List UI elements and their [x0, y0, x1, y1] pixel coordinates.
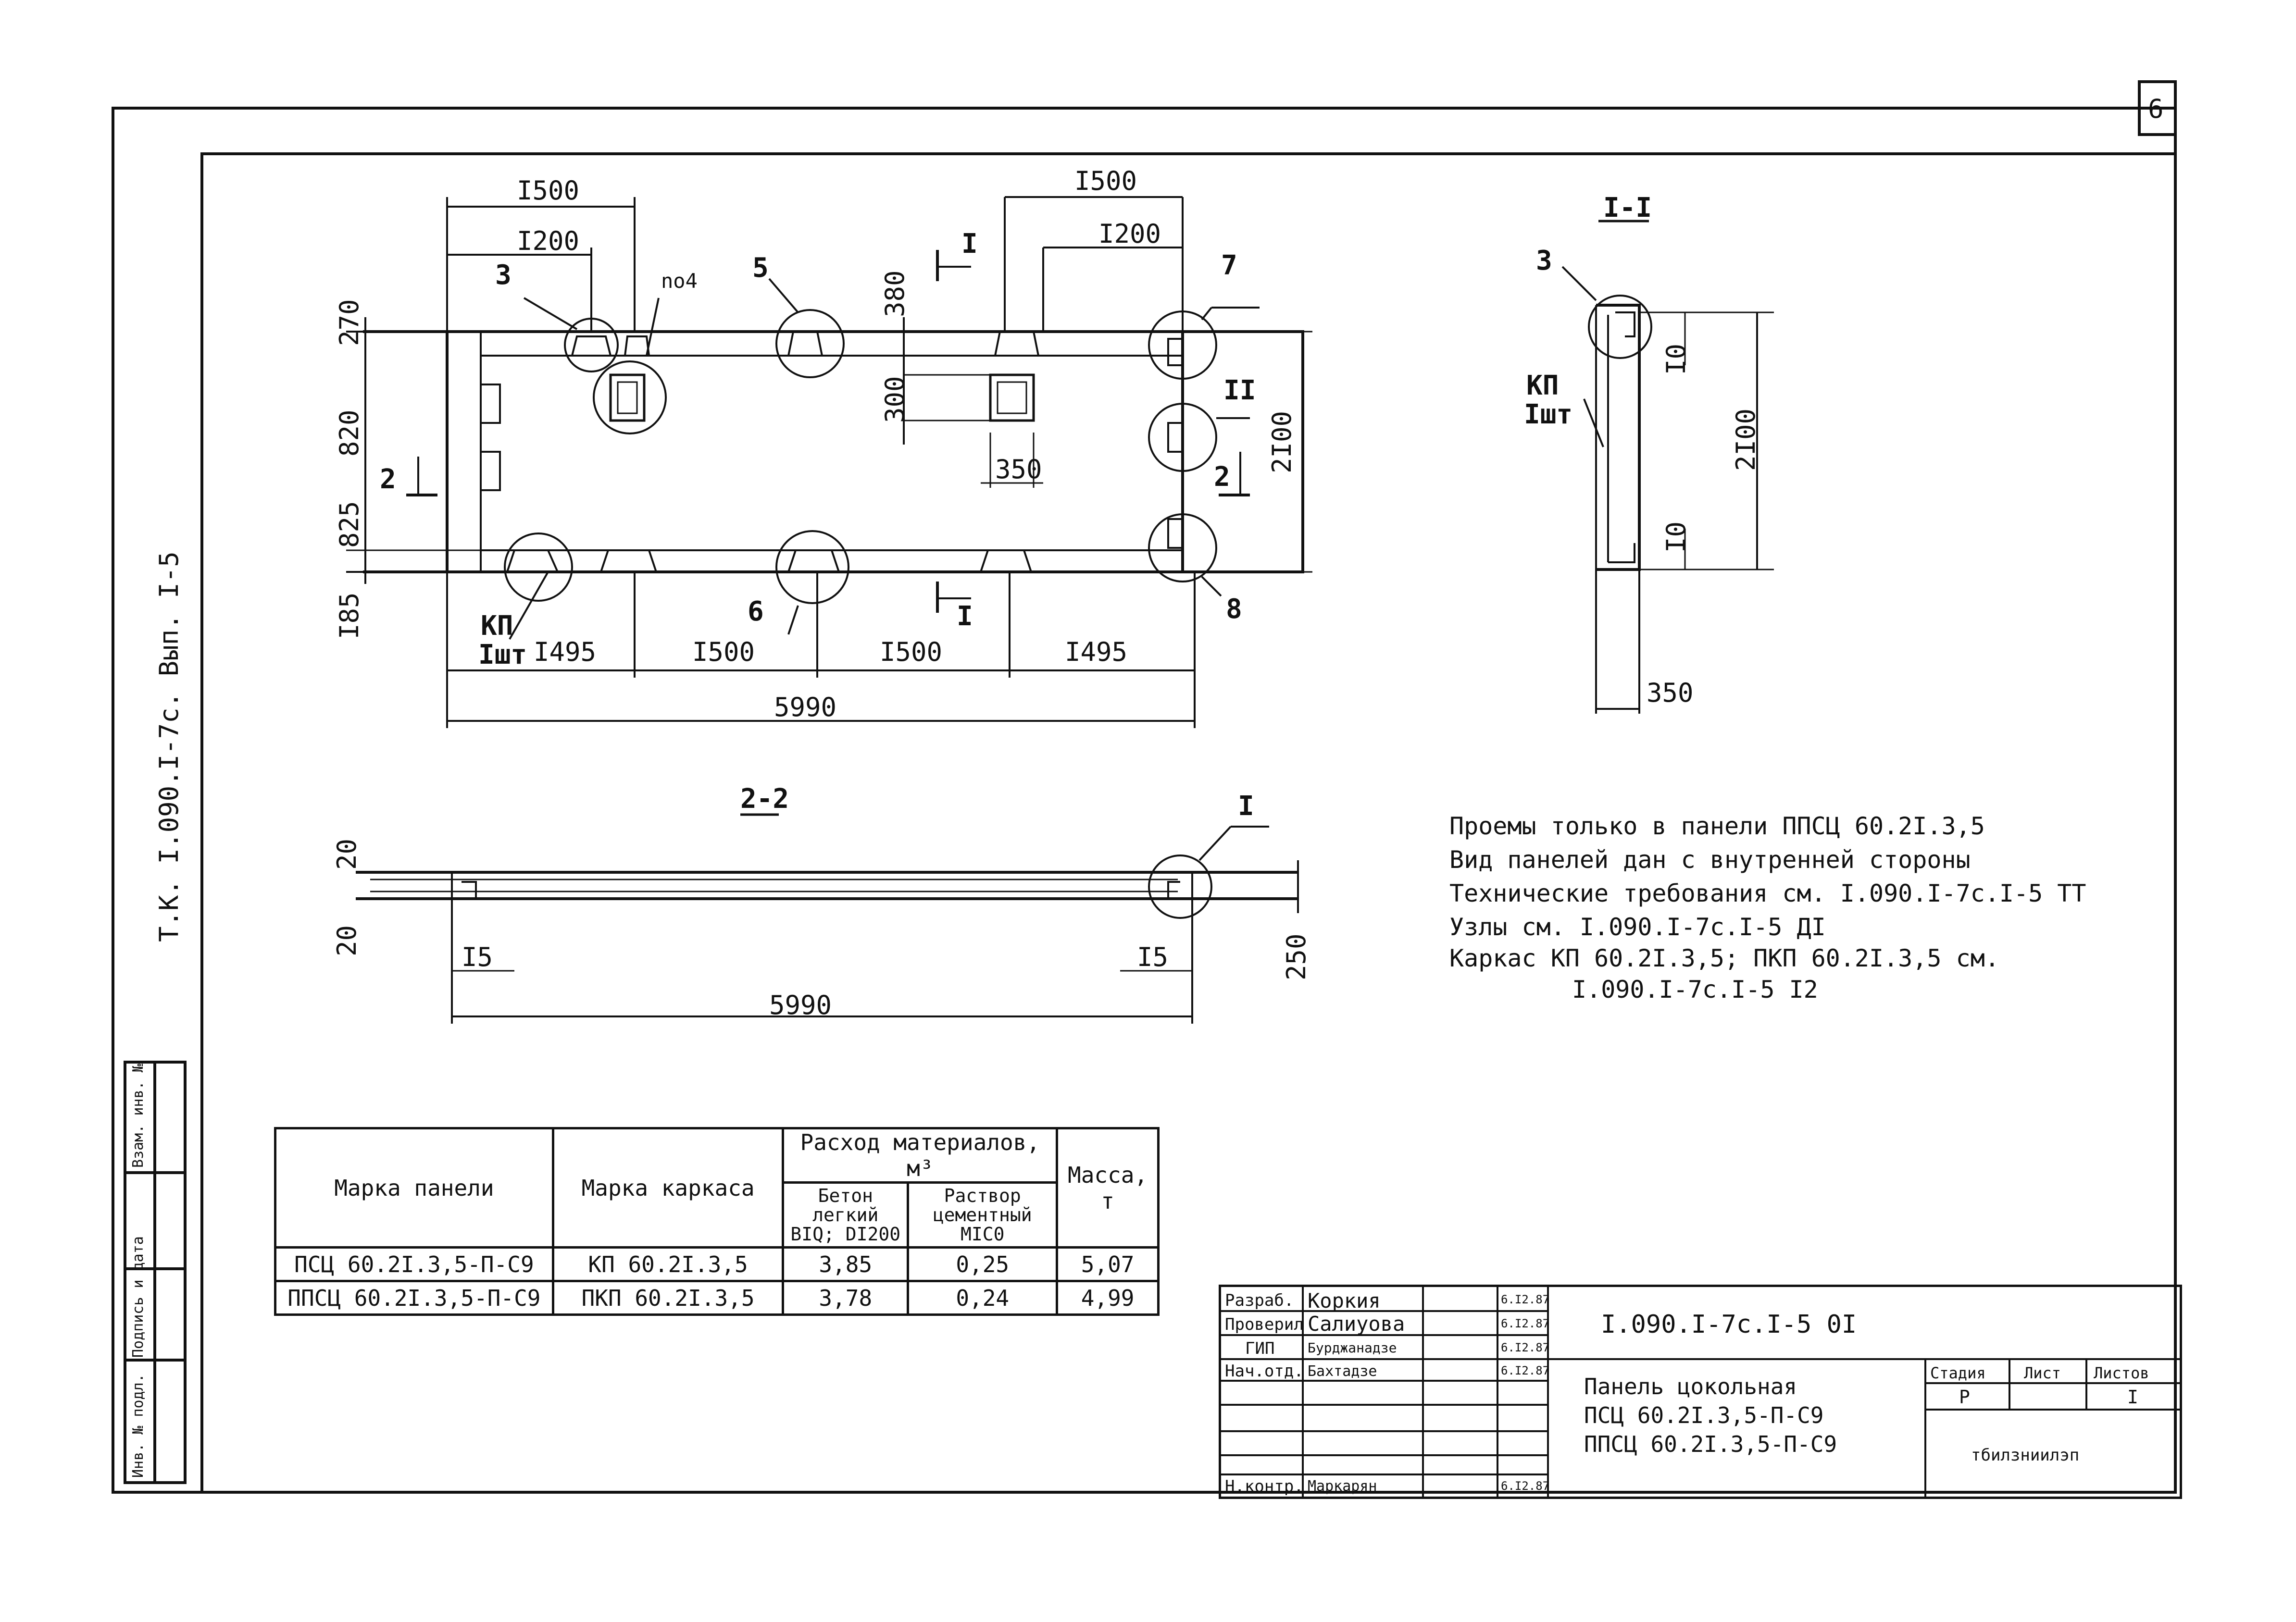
tb-title-line-1: Панель цокольная [1584, 1374, 1797, 1399]
section-1-1-dim-10-bottom: I0 [1661, 521, 1691, 553]
dim-right-2100: 2I00 [1267, 410, 1297, 473]
note-view-side: Вид панелей дан с внутренней стороны [1449, 846, 1971, 874]
frame-label-qty: Iшт [478, 639, 527, 670]
note-technical-requirements: Технические требования см. I.090.I-7с.I-… [1449, 879, 2086, 907]
section-1-1-frame-qty: Iшт [1524, 399, 1573, 430]
section-mark-I-top: I [961, 228, 978, 260]
header-frame-mark: Марка каркаса [551, 1127, 785, 1249]
note-frame-ref: I.090.I-7с.I-5 I2 [1572, 976, 1818, 1003]
tb-role-dept-head: Нач.отд. [1225, 1362, 1304, 1381]
tb-title-line-2: ПСЦ 60.2I.3,5-П-С9 [1584, 1402, 1824, 1428]
section-2-2-dim-20-top: 20 [332, 838, 362, 870]
callout-6: 6 [748, 596, 764, 627]
section-2-2-dim-20-bottom: 20 [332, 925, 362, 956]
table-row: ППСЦ 60.2I.3,5-П-С9 ПКП 60.2I.3,5 3,78 0… [274, 1280, 1160, 1316]
section-1-1 [1561, 220, 1774, 714]
section-mark-2-left: 2 [380, 464, 396, 495]
section-1-1-dim-2100: 2I00 [1731, 408, 1761, 471]
header-mass: Масса,т [1056, 1127, 1160, 1249]
callout-II: II [1223, 375, 1256, 406]
section-mark-I-bottom: I [957, 601, 973, 632]
tb-name-developer: Коркия [1308, 1289, 1381, 1312]
side-code-text: Т.К. I.090.I-7с. Вып. I-5 [154, 551, 184, 942]
tb-sheets-label: Листов [2094, 1364, 2149, 1382]
tb-date-1: 6.I2.87 [1501, 1293, 1550, 1306]
inner-frame [200, 152, 2177, 1494]
hole-label-no4: no4 [661, 269, 698, 293]
header-panel-mark: Марка панели [274, 1127, 554, 1249]
section-2-2-dim-250: 250 [1281, 933, 1311, 980]
note-nodes: Узлы см. I.090.I-7с.I-5 ДI [1449, 913, 1826, 941]
section-2-2-dim-15-right: I5 [1137, 942, 1169, 972]
dim-left-270: 270 [334, 299, 364, 346]
dim-total-5990: 5990 [774, 692, 837, 722]
frame-label-kp: КП [481, 610, 513, 642]
callout-8: 8 [1226, 594, 1242, 625]
side-stamp-inv-no: Инв. № подл. [130, 1374, 147, 1478]
page-number-box [2138, 80, 2177, 136]
callout-3: 3 [495, 260, 512, 291]
section-2-2-callout-I: I [1238, 791, 1254, 822]
tb-role-chief-engineer: ГИП [1245, 1339, 1275, 1358]
section-mark-2-right: 2 [1214, 461, 1230, 493]
dim-bottom-1495-left: I495 [534, 637, 597, 667]
callout-5: 5 [752, 252, 769, 284]
materials-table: Марка панели Марка каркаса Расход матери… [274, 1127, 1160, 1316]
dim-inner-380: 380 [880, 270, 910, 317]
dim-top-1200-left: I200 [517, 226, 580, 256]
dim-top-1500-right: I500 [1074, 166, 1137, 196]
dim-bottom-1495-right: I495 [1065, 637, 1128, 667]
dim-top-1500-left: I500 [517, 175, 580, 206]
tb-role-developer: Разраб. [1225, 1291, 1294, 1310]
tb-stage-label: Стадия [1930, 1364, 1986, 1382]
dim-bottom-1500-a: I500 [692, 637, 755, 667]
dim-left-825: 825 [334, 501, 364, 548]
side-stamp-replace-inv: Взам. инв. № [130, 1064, 147, 1168]
tb-role-checker: Проверил [1225, 1315, 1304, 1334]
tb-date-2: 6.I2.87 [1501, 1317, 1550, 1330]
section-2-2 [356, 813, 1299, 1024]
tb-stage-value: Р [1959, 1387, 1970, 1408]
header-concrete: Бетон легкий BIQ; DI200 [782, 1181, 910, 1249]
dim-inner-350: 350 [995, 454, 1042, 484]
title-block: Разраб. Проверил ГИП Нач.отд. Н.контр. К… [1219, 1285, 2182, 1499]
callout-7: 7 [1221, 250, 1237, 281]
tb-organization: тбилзниилэп [1971, 1446, 2080, 1465]
panel-elevation [346, 196, 1312, 728]
note-frame: Каркас КП 60.2I.3,5; ПКП 60.2I.3,5 см. [1449, 944, 1999, 972]
dim-left-185: I85 [334, 592, 364, 639]
tb-date-5: 6.I2.87 [1501, 1479, 1550, 1493]
tb-role-norm-control: Н.контр. [1225, 1477, 1304, 1496]
tb-name-checker: Салиуова [1308, 1312, 1405, 1336]
section-1-1-dim-350: 350 [1647, 678, 1694, 708]
dim-inner-300: 300 [880, 376, 910, 423]
dim-left-820: 820 [334, 409, 364, 457]
table-row: ПСЦ 60.2I.3,5-П-С9 КП 60.2I.3,5 3,85 0,2… [274, 1246, 1160, 1282]
tb-name-chief-engineer: Бурджанадзе [1308, 1340, 1397, 1356]
section-1-1-title: I-I [1603, 192, 1652, 223]
note-openings: Проемы только в панели ППСЦ 60.2I.3,5 [1449, 812, 1985, 840]
dim-bottom-1500-b: I500 [880, 637, 943, 667]
header-mortar: Раствор цементный MIC0 [907, 1181, 1059, 1249]
tb-sheets-value: I [2127, 1387, 2138, 1408]
tb-date-4: 6.I2.87 [1501, 1364, 1550, 1377]
section-2-2-title: 2-2 [740, 783, 789, 815]
tb-date-3: 6.I2.87 [1501, 1341, 1550, 1354]
tb-title-line-3: ППСЦ 60.2I.3,5-П-С9 [1584, 1431, 1837, 1457]
section-1-1-dim-10-top: I0 [1661, 343, 1691, 375]
dim-top-1200-right: I200 [1098, 219, 1161, 249]
side-stamp-signature: Подпись и дата [130, 1236, 147, 1358]
tb-name-norm-control: Маркарян [1308, 1478, 1377, 1495]
section-2-2-dim-5990: 5990 [769, 990, 832, 1020]
tb-document-code: I.090.I-7с.I-5 0I [1601, 1310, 1857, 1339]
page-number: 6 [2148, 94, 2164, 124]
header-materials: Расход материалов, м³ [782, 1127, 1059, 1184]
tb-name-dept-head: Бахтадзе [1308, 1363, 1377, 1380]
section-1-1-frame-kp: КП [1526, 370, 1559, 401]
tb-sheet-label: Лист [2024, 1364, 2061, 1382]
section-1-1-callout-3: 3 [1536, 245, 1552, 276]
section-2-2-dim-15-left: I5 [462, 942, 493, 972]
